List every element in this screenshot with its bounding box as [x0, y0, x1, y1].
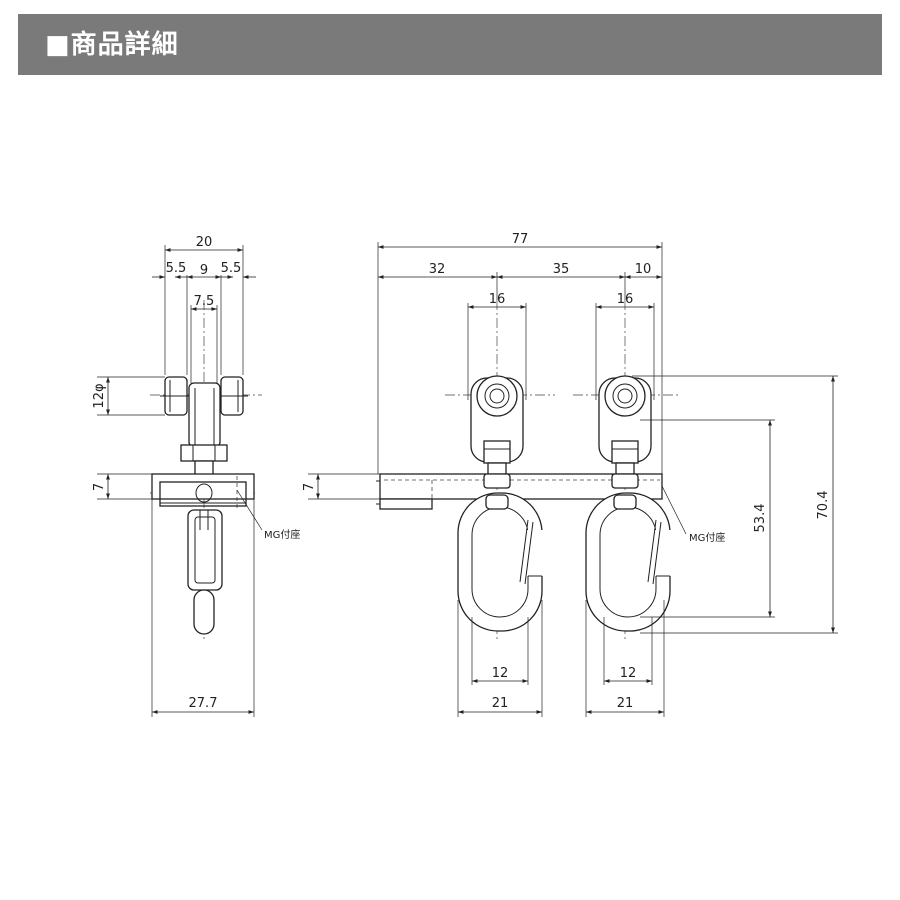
left-carabiner [457, 473, 544, 632]
dim-5-5-left: 5.5 [166, 261, 187, 276]
dim-16-left: 16 [489, 292, 506, 307]
dim-21-right: 21 [617, 696, 634, 711]
dim-27-7: 27.7 [189, 696, 218, 711]
side-view: 20 5.5 9 5.5 7.5 12φ 7 27.7 MG付座 [92, 235, 300, 717]
page-title: ■商品詳細 [45, 30, 179, 60]
dim-12-phi: 12φ [92, 383, 107, 408]
left-roller [445, 300, 555, 640]
dim-7-side: 7 [92, 483, 107, 491]
front-view: 77 32 35 10 16 16 7 12 12 [302, 232, 838, 717]
dim-7-5: 7.5 [194, 294, 215, 309]
right-roller [573, 300, 680, 640]
center-post [188, 382, 221, 448]
dim-12-right: 12 [620, 666, 637, 681]
dim-10: 10 [635, 262, 652, 277]
header-bar [18, 14, 882, 75]
side-rail [151, 473, 255, 500]
dim-21-left: 21 [492, 696, 509, 711]
right-carabiner [585, 473, 672, 632]
dim-53-4: 53.4 [753, 504, 768, 533]
dim-20: 20 [196, 235, 213, 250]
side-carabiner [187, 509, 223, 591]
dim-16-right: 16 [617, 292, 634, 307]
dim-77: 77 [512, 232, 529, 247]
side-mg-callout: MG付座 [264, 528, 300, 541]
side-nut [180, 444, 228, 462]
front-mg-callout: MG付座 [689, 531, 725, 544]
dim-35: 35 [553, 262, 570, 277]
dim-7-front: 7 [302, 483, 317, 491]
dim-9: 9 [200, 263, 208, 278]
dim-5-5-right: 5.5 [221, 261, 242, 276]
dim-12-left: 12 [492, 666, 509, 681]
dim-70-4: 70.4 [816, 491, 831, 520]
dim-32: 32 [429, 262, 446, 277]
